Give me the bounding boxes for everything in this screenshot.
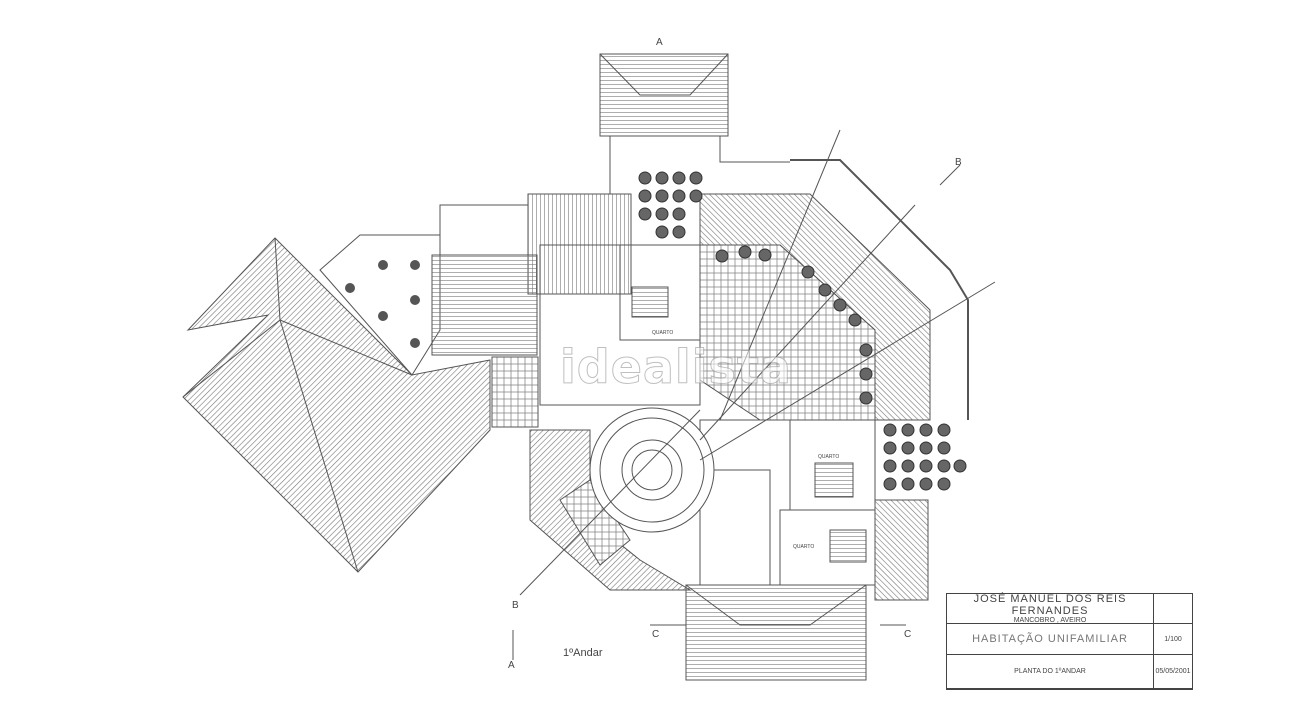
spiral-staircase-icon: [589, 407, 715, 533]
watermark: idealista: [560, 340, 792, 395]
sheet-cell: PLANTA DO 1ºANDAR: [947, 655, 1154, 689]
roof-west: [431, 254, 538, 356]
roof-south: [685, 584, 867, 681]
scale: 1/100: [1164, 635, 1182, 643]
sheet-title: PLANTA DO 1ºANDAR: [1014, 668, 1086, 675]
section-marker-c-left: C: [652, 629, 659, 640]
left-wing-roof: [182, 237, 491, 573]
tiled-balcony: [491, 356, 539, 428]
view-lines: [512, 129, 996, 660]
date: 05/05/2001: [1155, 668, 1191, 675]
owner-name: JOSÉ MANUEL DOS REIS FERNANDES: [973, 593, 1127, 617]
owner-cell: JOSÉ MANUEL DOS REIS FERNANDES MANCOBRO …: [947, 593, 1154, 624]
roof-south-west: [529, 429, 692, 591]
bed-icon: [814, 462, 854, 498]
date-cell: 05/05/2001: [1154, 655, 1192, 689]
section-marker-b-bottom: B: [512, 600, 519, 611]
blank-cell: [1154, 594, 1192, 624]
bed-icon: [829, 529, 867, 563]
section-marker-a-bottom: A: [508, 660, 515, 671]
section-marker-c-right: C: [904, 629, 911, 640]
floor-label: 1ºAndar: [563, 647, 603, 659]
room-label: QUARTO: [793, 544, 814, 550]
project-name: HABITAÇÃO UNIFAMILIAR: [972, 633, 1128, 645]
terrace-furniture: [638, 171, 967, 491]
roof-south-east: [874, 499, 929, 601]
location: MANCOBRO , AVEIRO: [1013, 617, 1087, 624]
section-marker-a-top: A: [656, 37, 663, 48]
project-cell: HABITAÇÃO UNIFAMILIAR: [947, 624, 1154, 655]
scale-cell: 1/100: [1154, 624, 1192, 655]
title-block: JOSÉ MANUEL DOS REIS FERNANDES MANCOBRO …: [946, 593, 1193, 690]
section-marker-b-top: B: [955, 157, 962, 168]
bed-icon: [631, 286, 669, 318]
roof-north-west: [527, 193, 632, 295]
room-label: QUARTO: [818, 454, 839, 460]
room-label: QUARTO: [652, 330, 673, 336]
tiled-stair-landing: [559, 479, 631, 566]
